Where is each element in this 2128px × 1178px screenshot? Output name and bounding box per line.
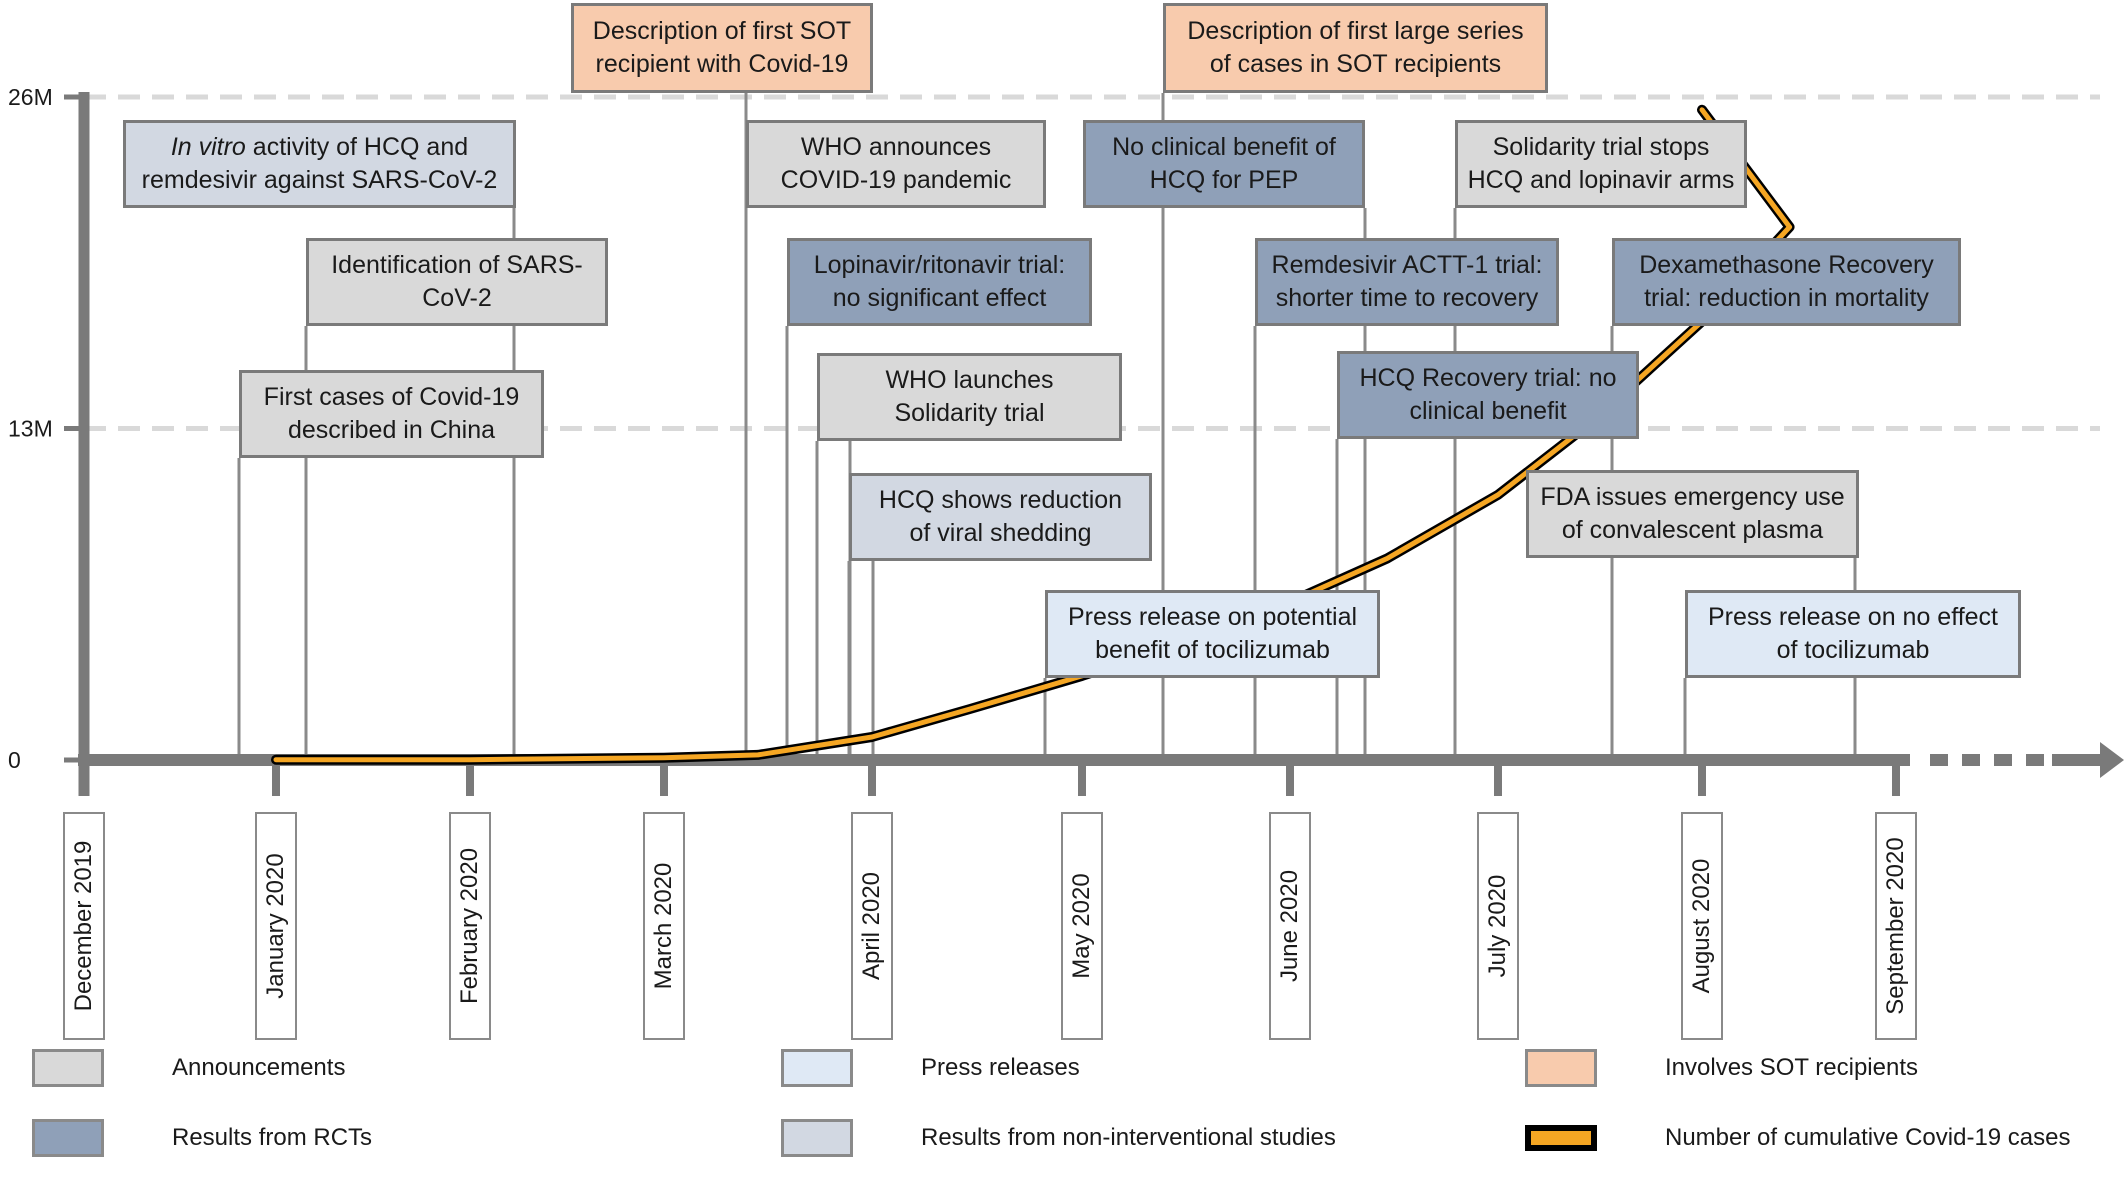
month-label: May 2020 (1061, 812, 1103, 1040)
x-axis-dash (1930, 754, 1948, 766)
legend-swatch (781, 1049, 853, 1087)
event-box: Description of first SOT recipient with C… (571, 3, 873, 93)
event-text-line: Lopinavir/ritonavir trial: (813, 251, 1066, 279)
event-text-line: First cases of Covid-19 (263, 383, 520, 411)
month-label: February 2020 (449, 812, 491, 1040)
event-text-line: of viral shedding (909, 519, 1092, 547)
y-tick-label: 26M (8, 84, 53, 110)
event-box: HCQ Recovery trial: no clinical benefit (1337, 351, 1639, 439)
legend-swatch (1525, 1049, 1597, 1087)
event-text-line: No clinical benefit of (1112, 133, 1336, 161)
axes: 0 13M 26M (8, 84, 2124, 796)
event-box: Lopinavir/ritonavir trial: no significant… (787, 238, 1092, 326)
event-text-line: of tocilizumab (1776, 636, 1930, 664)
event-box: Description of first large series of case… (1163, 3, 1548, 93)
month-label: January 2020 (255, 812, 297, 1040)
event-text-line: HCQ Recovery trial: no (1359, 364, 1617, 392)
month-label: June 2020 (1269, 812, 1311, 1040)
event-text-line: clinical benefit (1409, 397, 1567, 425)
event-text-line: HCQ for PEP (1149, 166, 1299, 194)
event-text-line: no significant effect (832, 284, 1047, 312)
event-box: Dexamethasone Recovery trial: reduction i… (1612, 238, 1961, 326)
event-text-line: of cases in SOT recipients (1209, 50, 1502, 78)
month-label: December 2019 (63, 812, 105, 1040)
month-label-text: September 2020 (1882, 837, 1909, 1015)
month-label-text: January 2020 (262, 853, 289, 999)
legend-swatch (1525, 1125, 1597, 1151)
month-label: September 2020 (1875, 812, 1917, 1040)
legend-swatch (32, 1119, 104, 1157)
x-axis-dash (1994, 754, 2012, 766)
month-label: August 2020 (1681, 812, 1723, 1040)
legend-label: Press releases (921, 1054, 1080, 1081)
event-text-line: benefit of tocilizumab (1095, 636, 1330, 664)
month-label-text: August 2020 (1688, 858, 1715, 994)
y-tick-label: 0 (8, 747, 21, 773)
event-text-line: CoV-2 (422, 284, 492, 312)
event-box: Identification of SARS- CoV-2 (306, 238, 608, 326)
x-axis-arrow (2052, 742, 2124, 778)
month-label-text: December 2019 (70, 840, 97, 1012)
month-label-text: May 2020 (1068, 873, 1095, 979)
month-label-text: April 2020 (858, 871, 885, 981)
x-axis-dash (1962, 754, 1980, 766)
month-label-text: June 2020 (1276, 869, 1303, 983)
event-box: Press release on potential benefit of toc… (1045, 590, 1380, 678)
event-text-line: described in China (287, 416, 496, 444)
legend-item: Press releases (781, 1048, 1080, 1088)
event-text-line: remdesivir against SARS-CoV-2 (141, 166, 498, 194)
event-text-line: WHO launches (885, 366, 1054, 394)
event-text-line: HCQ and lopinavir arms (1467, 166, 1735, 194)
event-box: In vitro activity of HCQ and remdesivir a… (123, 120, 516, 208)
event-text-line: trial: reduction in mortality (1644, 284, 1929, 312)
event-text-line: recipient with Covid-19 (595, 50, 849, 78)
legend-item: Involves SOT recipients (1525, 1048, 1918, 1088)
event-box: FDA issues emergency use of convalescent … (1526, 470, 1859, 558)
event-box: No clinical benefit of HCQ for PEP (1083, 120, 1365, 208)
month-label: April 2020 (851, 812, 893, 1040)
event-text-line: Dexamethasone Recovery (1639, 251, 1934, 279)
event-text-line: Press release on potential (1067, 603, 1358, 631)
event-text-line: HCQ shows reduction (878, 486, 1123, 514)
event-text-line: Solidarity trial (894, 399, 1045, 427)
legend-label: Number of cumulative Covid-19 cases (1665, 1124, 2071, 1151)
event-text-line: Solidarity trial stops (1492, 133, 1710, 161)
legend-item: Number of cumulative Covid-19 cases (1525, 1118, 2071, 1158)
legend-label: Involves SOT recipients (1665, 1054, 1918, 1081)
legend-swatch (781, 1119, 853, 1157)
legend-label: Announcements (172, 1054, 346, 1081)
legend-label: Results from RCTs (172, 1124, 373, 1151)
event-text-line: Remdesivir ACTT-1 trial: (1271, 251, 1543, 279)
event-text-line: of convalescent plasma (1561, 516, 1824, 544)
event-text-line: Identification of SARS- (331, 251, 583, 279)
event-box: Remdesivir ACTT-1 trial: shorter time to … (1255, 238, 1559, 326)
legend-item: Announcements (32, 1048, 345, 1088)
month-label-text: February 2020 (456, 847, 483, 1005)
event-box: Press release on no effect of tocilizumab (1685, 590, 2021, 678)
event-text-line: WHO announces (800, 133, 992, 161)
event-text-line: In vitro activity of HCQ and (170, 133, 469, 161)
event-box: First cases of Covid-19 described in Chin… (239, 370, 544, 458)
month-label: July 2020 (1477, 812, 1519, 1040)
x-axis-dash (2026, 754, 2044, 766)
event-text-line: COVID-19 pandemic (780, 166, 1012, 194)
month-label-text: March 2020 (650, 862, 677, 990)
legend-swatch (32, 1049, 104, 1087)
event-text-line: Description of first SOT (592, 17, 852, 45)
event-text-line: Description of first large series (1187, 17, 1524, 45)
legend-item: Results from non-interventional studies (781, 1118, 1336, 1158)
legend-label: Results from non-interventional studies (921, 1124, 1336, 1151)
event-text-line: shorter time to recovery (1275, 284, 1539, 312)
event-box: HCQ shows reduction of viral shedding (849, 473, 1152, 561)
event-text-line: Press release on no effect (1708, 603, 1998, 631)
y-tick-label: 13M (8, 416, 53, 442)
month-label-text: July 2020 (1484, 874, 1511, 978)
month-label: March 2020 (643, 812, 685, 1040)
event-text-line: FDA issues emergency use (1540, 483, 1845, 511)
legend-item: Results from RCTs (32, 1118, 372, 1158)
